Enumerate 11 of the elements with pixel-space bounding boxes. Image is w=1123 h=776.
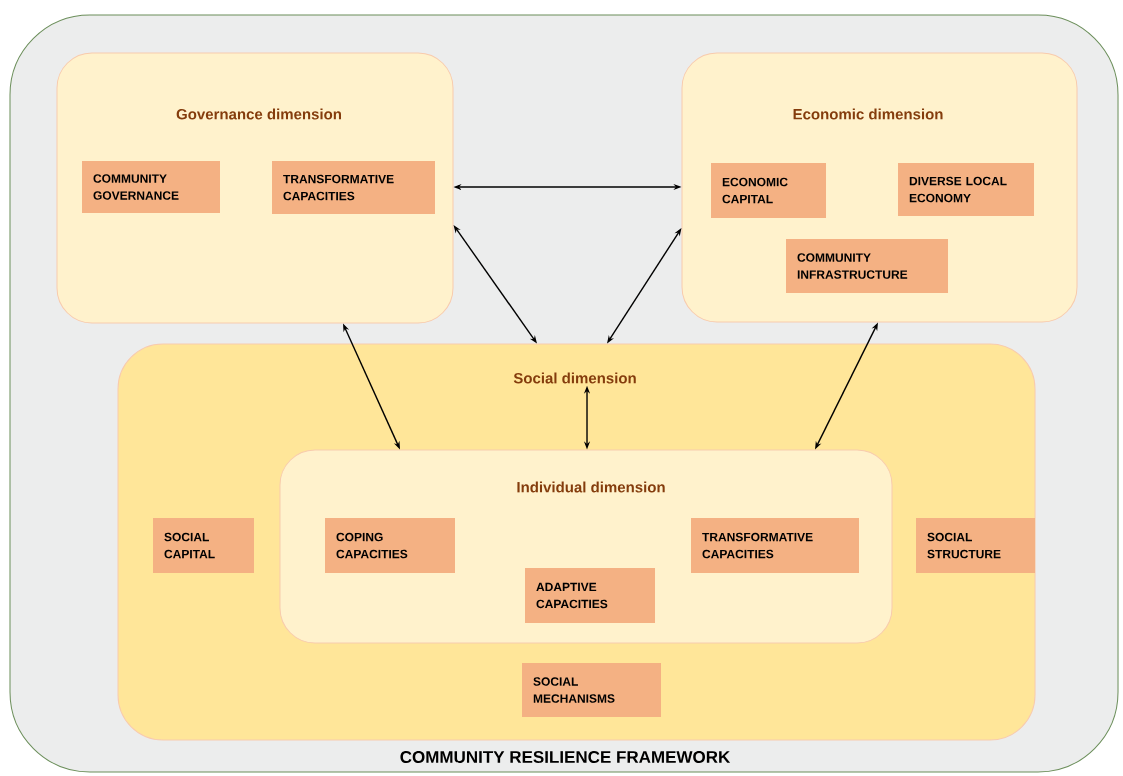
component-box: TRANSFORMATIVE CAPACITIES [691, 518, 859, 573]
component-box: DIVERSE LOCAL ECONOMY [898, 163, 1034, 216]
component-box: SOCIAL STRUCTURE [916, 518, 1035, 573]
component-box: COPING CAPACITIES [325, 518, 455, 573]
component-box: COMMUNITY GOVERNANCE [82, 161, 220, 213]
component-box: ECONOMIC CAPITAL [711, 163, 826, 218]
component-box: SOCIAL CAPITAL [153, 518, 254, 573]
component-box: COMMUNITY INFRASTRUCTURE [786, 239, 948, 293]
component-box: ADAPTIVE CAPACITIES [525, 568, 655, 623]
component-box: TRANSFORMATIVE CAPACITIES [272, 161, 435, 214]
component-box: SOCIAL MECHANISMS [522, 663, 661, 717]
